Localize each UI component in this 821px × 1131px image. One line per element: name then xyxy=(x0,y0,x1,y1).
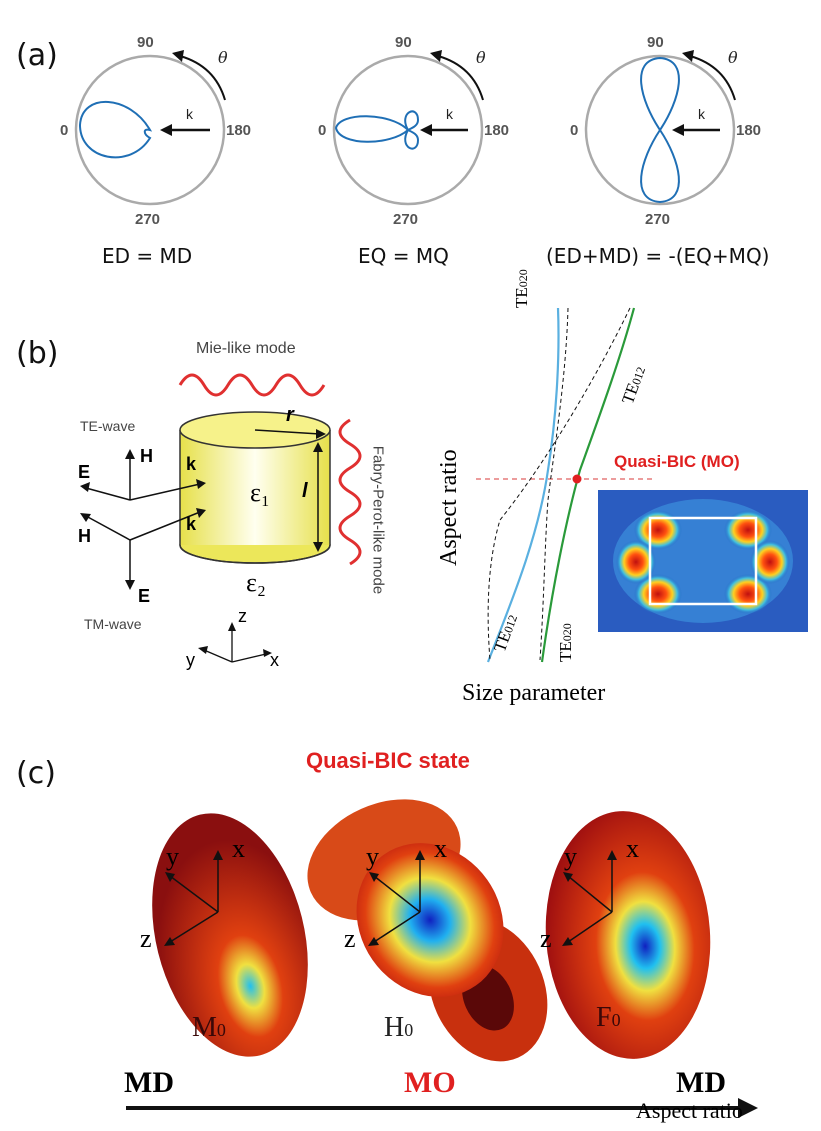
k-label: k xyxy=(446,106,453,122)
te-wave-label: TE-wave xyxy=(80,418,136,434)
theta-label: θ xyxy=(218,48,228,67)
k-label: k xyxy=(698,106,705,122)
angle-180-label: 180 xyxy=(226,122,252,139)
h-field-label: H xyxy=(78,526,91,546)
m0-label: M0 xyxy=(192,1012,226,1043)
h-field-label: H xyxy=(140,446,153,466)
quasi-bic-label: Quasi-BIC (MO) xyxy=(614,452,740,471)
epsilon-2-label: ε₂ xyxy=(246,568,266,597)
angle-90-label: 90 xyxy=(647,34,664,51)
angle-0-label: 0 xyxy=(318,122,327,139)
polar-plot-ed-md xyxy=(74,50,736,206)
radius-label: r xyxy=(286,404,294,426)
epsilon-1-label: ε₁ xyxy=(250,478,270,507)
axis-z-label: z xyxy=(540,924,552,953)
angle-90-label: 90 xyxy=(395,34,412,51)
equation-combined: (ED+MD) = -(EQ+MQ) xyxy=(546,244,770,268)
aspect-ratio-label: Aspect ratio xyxy=(636,1098,743,1123)
k-label: k xyxy=(186,106,193,122)
angle-270-label: 270 xyxy=(393,211,419,228)
theta-label: θ xyxy=(728,48,738,67)
e-field-label: E xyxy=(78,462,91,482)
md-left-label: MD xyxy=(124,1066,174,1099)
k-vector-label: k xyxy=(186,454,197,474)
mie-mode-label: Mie-like mode xyxy=(196,340,296,357)
axis-z-label: z xyxy=(238,606,247,626)
theta-label: θ xyxy=(476,48,486,67)
axis-z-label: z xyxy=(140,924,152,953)
axis-y-label: y xyxy=(166,842,179,871)
equation-eq-mq: EQ = MQ xyxy=(358,244,449,268)
md-right-label: MD xyxy=(676,1066,726,1099)
axis-z-label: z xyxy=(344,924,356,953)
angle-90-label: 90 xyxy=(137,34,154,51)
f0-label: F0 xyxy=(596,1002,621,1033)
tm-wave-label: TM-wave xyxy=(84,616,142,632)
axis-y-label: y xyxy=(186,650,195,670)
k-vector-label: k xyxy=(186,514,197,534)
mo-label: MO xyxy=(404,1066,456,1099)
field-profile-inset xyxy=(598,490,808,632)
e-field-label: E xyxy=(138,586,151,606)
size-parameter-axis-label: Size parameter xyxy=(462,680,606,706)
angle-270-label: 270 xyxy=(135,211,161,228)
angle-180-label: 180 xyxy=(736,122,762,139)
panel-c-label: (c) xyxy=(16,756,56,791)
axis-x-label: x xyxy=(434,834,447,863)
angle-270-label: 270 xyxy=(645,211,671,228)
angle-0-label: 0 xyxy=(60,122,69,139)
axis-y-label: y xyxy=(564,842,577,871)
axis-x-label: x xyxy=(270,650,279,670)
length-label: l xyxy=(302,480,308,502)
panel-b-label: (b) xyxy=(16,336,59,371)
axis-x-label: x xyxy=(626,834,639,863)
axis-x-label: x xyxy=(232,834,245,863)
h0-label: H0 xyxy=(384,1012,414,1043)
equation-ed-md: ED = MD xyxy=(102,244,193,268)
quasi-bic-state-title: Quasi-BIC state xyxy=(306,748,470,773)
angle-0-label: 0 xyxy=(570,122,579,139)
angle-180-label: 180 xyxy=(484,122,510,139)
panel-a-label: (a) xyxy=(16,38,58,73)
axis-y-label: y xyxy=(366,842,379,871)
